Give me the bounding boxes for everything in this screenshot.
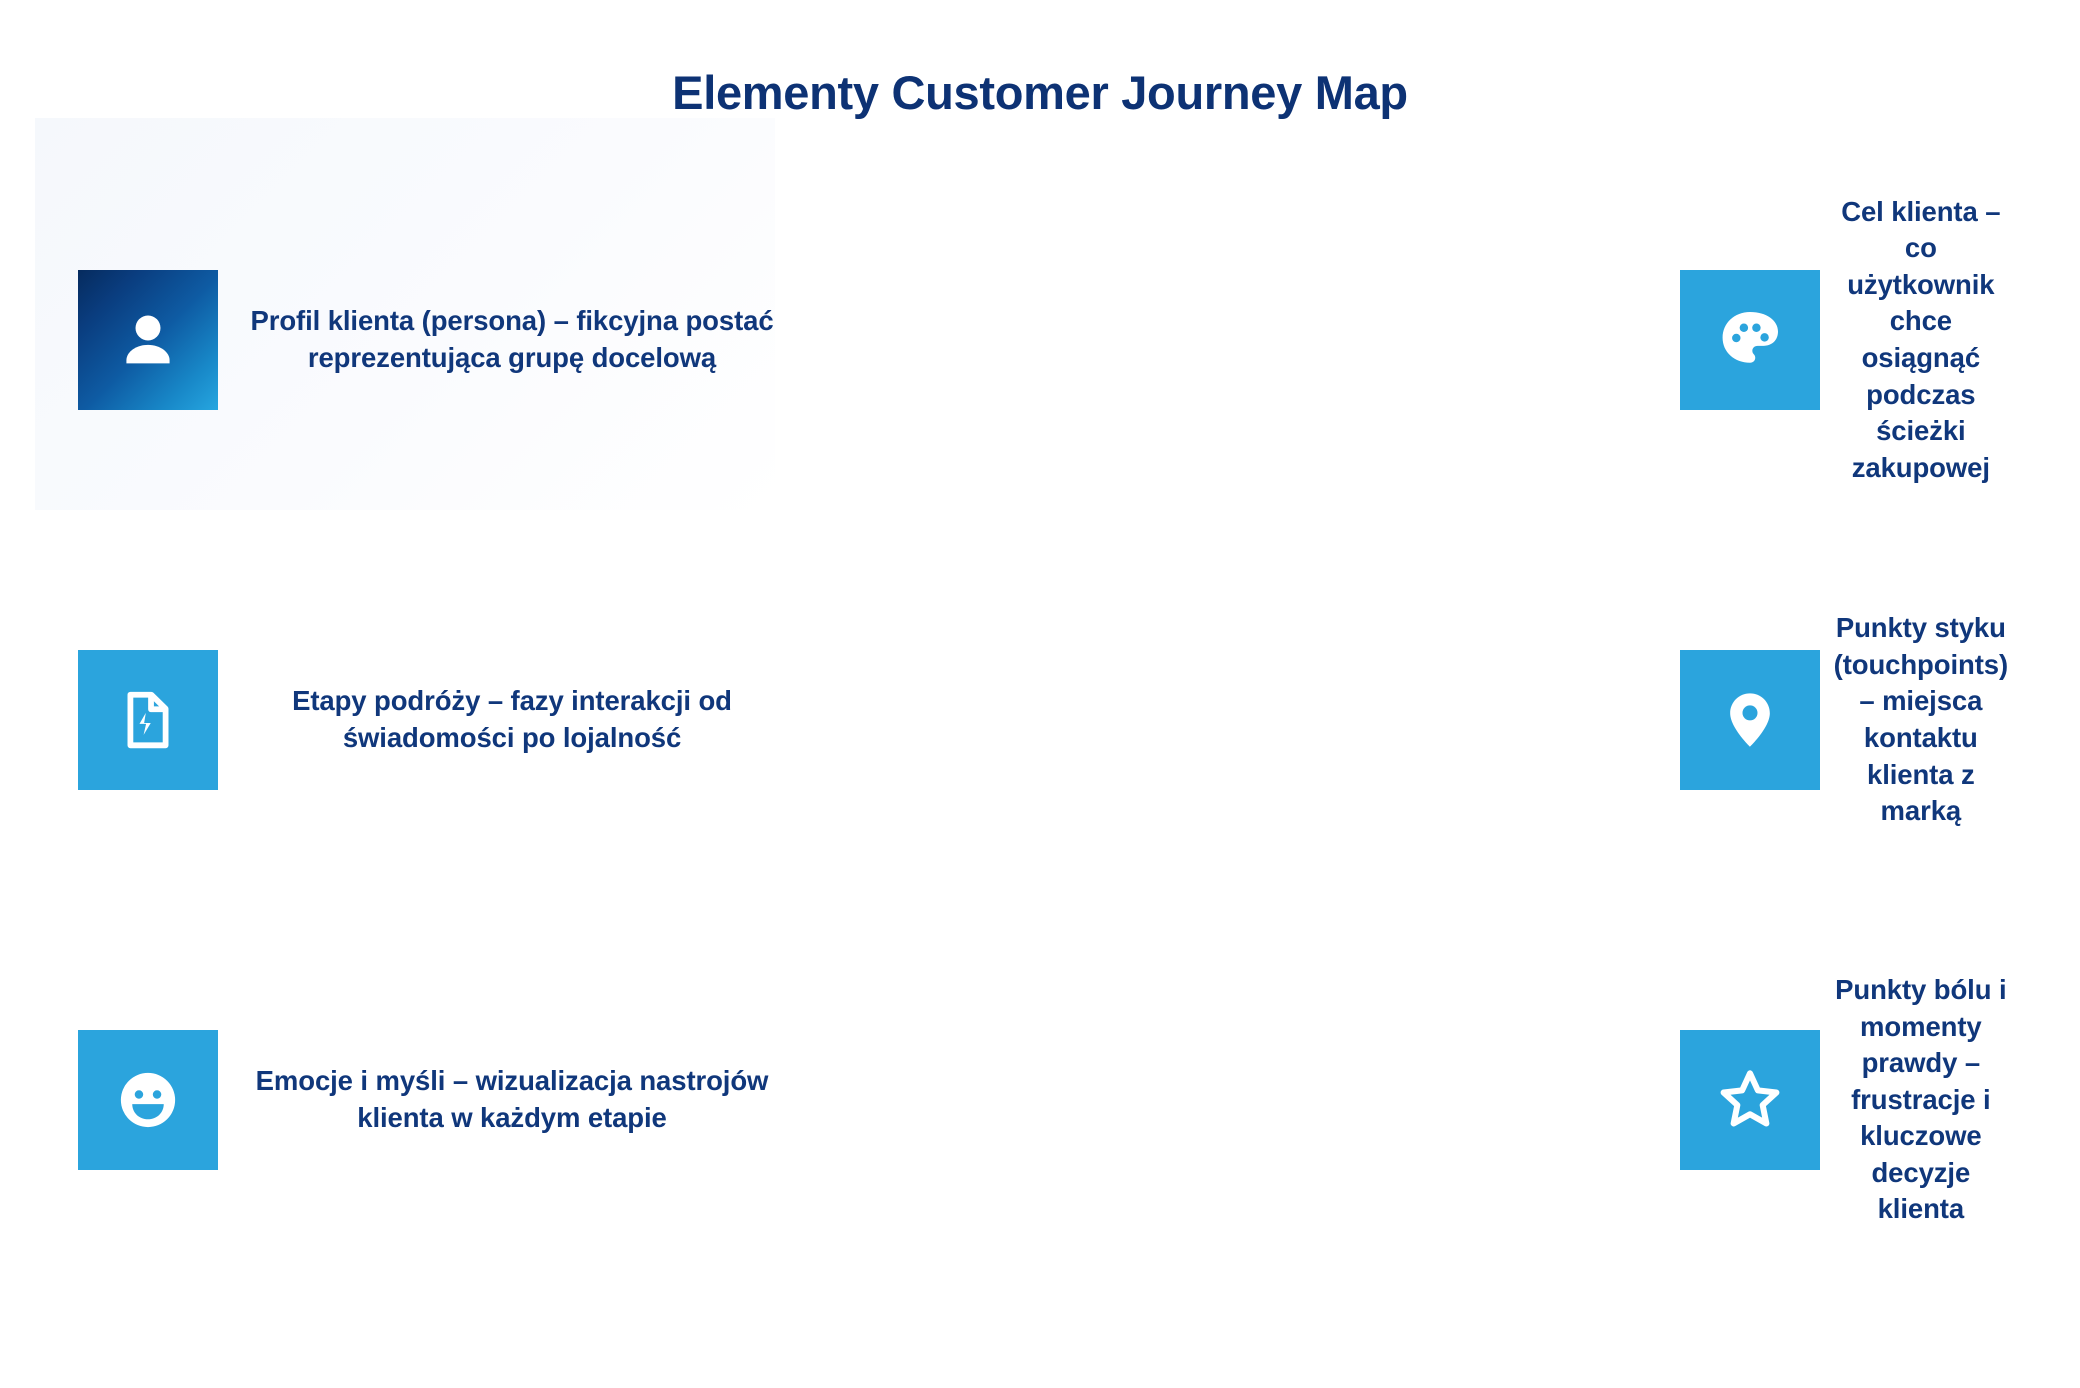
element-label: Emocje i myśli – wizualizacja nastrojów … bbox=[255, 1065, 769, 1133]
location-pin-icon bbox=[1679, 650, 1820, 790]
element-label: Punkty styku (touchpoints) – miejsca kon… bbox=[1833, 612, 2009, 827]
person-icon bbox=[78, 270, 218, 410]
element-label: Profil klienta (persona) – fikcyjna post… bbox=[250, 305, 774, 373]
element-card-emotions[interactable]: Emocje i myśli – wizualizacja nastrojów … bbox=[0, 910, 862, 1290]
smiley-face-icon bbox=[78, 1030, 218, 1170]
element-card-persona[interactable]: Profil klienta (persona) – fikcyjna post… bbox=[0, 150, 862, 530]
element-label: Cel klienta – co użytkownik chce osiągną… bbox=[1841, 195, 2001, 483]
element-card-stages[interactable]: Etapy podróży – fazy interakcji od świad… bbox=[0, 530, 862, 910]
elements-grid: Profil klienta (persona) – fikcyjna post… bbox=[0, 150, 2080, 1290]
document-bolt-icon bbox=[78, 650, 218, 790]
star-outline-icon bbox=[1679, 1030, 1820, 1170]
element-card-goal[interactable]: Cel klienta – co użytkownik chce osiągną… bbox=[862, 150, 2080, 530]
page-title: Elementy Customer Journey Map bbox=[672, 66, 1408, 120]
element-label: Punkty bólu i momenty prawdy – frustracj… bbox=[1835, 974, 2007, 1225]
element-label: Etapy podróży – fazy interakcji od świad… bbox=[292, 685, 732, 753]
element-card-painpoints[interactable]: Punkty bólu i momenty prawdy – frustracj… bbox=[862, 910, 2080, 1290]
palette-icon bbox=[1679, 270, 1820, 410]
element-card-touchpoints[interactable]: Punkty styku (touchpoints) – miejsca kon… bbox=[862, 530, 2080, 910]
